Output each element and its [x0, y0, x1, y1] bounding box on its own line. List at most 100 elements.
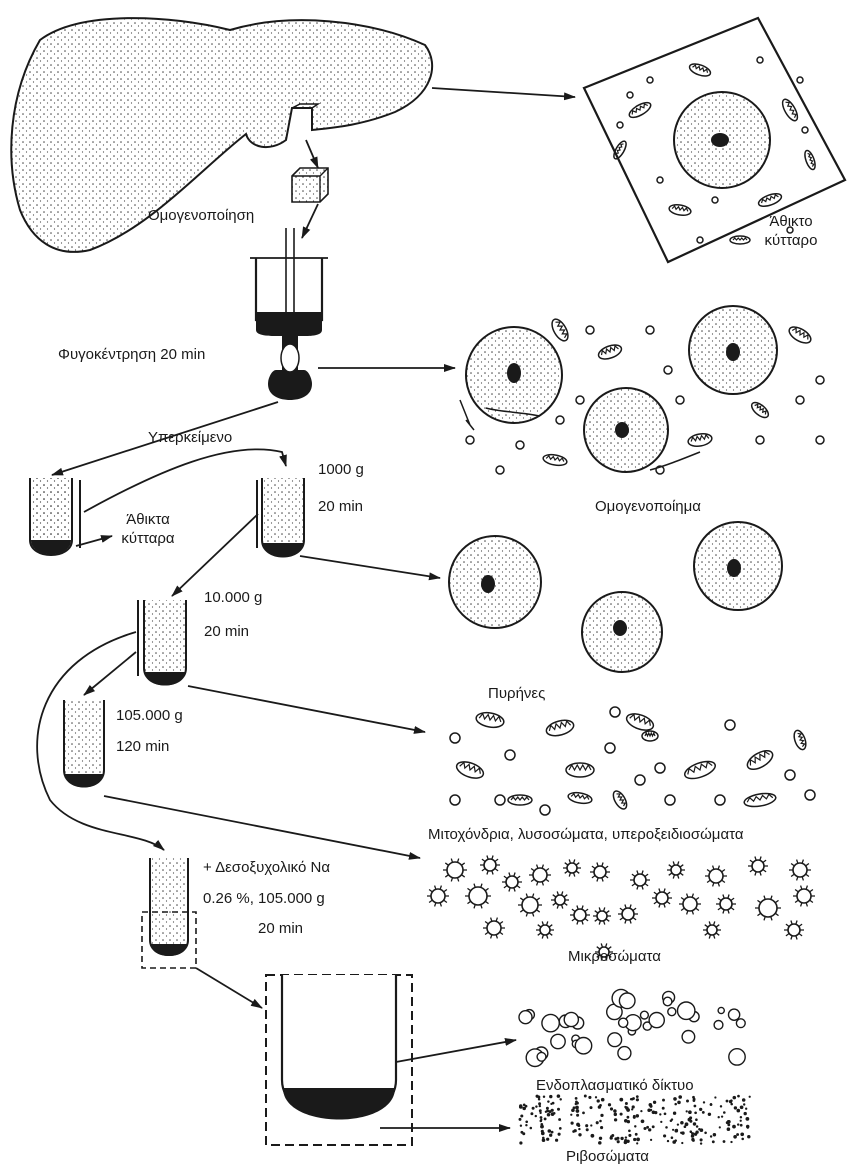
er-vesicle: [608, 1033, 622, 1047]
ribosome-dot: [691, 1138, 694, 1141]
vesicle: [797, 77, 803, 83]
ribosome-dot: [703, 1101, 705, 1103]
ribosome-dot: [636, 1138, 640, 1142]
arrow-to-intact-cells: [76, 536, 112, 546]
mitochondrion: [683, 758, 718, 782]
ribosome-dot: [620, 1137, 623, 1140]
ribosome-dot: [741, 1138, 744, 1141]
ribosome-dot: [700, 1138, 703, 1141]
mitochondrion: [454, 759, 485, 782]
ribosome-dot: [704, 1132, 707, 1135]
ribosome-dot: [662, 1099, 665, 1102]
er-vesicle: [619, 993, 635, 1009]
ribosome-dot: [737, 1095, 740, 1098]
ribosome-dot: [674, 1139, 677, 1142]
ribosome-dot: [634, 1125, 636, 1127]
microsome: [789, 860, 811, 881]
microsome: [570, 905, 590, 924]
ribosome-dot: [530, 1112, 533, 1115]
mitochondrion: [475, 711, 505, 730]
ribosome-dot: [681, 1131, 684, 1134]
er-vesicle: [649, 1013, 664, 1028]
microsome: [529, 865, 551, 886]
microsome: [652, 888, 672, 907]
ribosome-dot: [665, 1126, 668, 1129]
ribosome-dot: [590, 1124, 592, 1126]
vesicle: [816, 376, 824, 384]
ribosome-dot: [625, 1136, 627, 1138]
er-vesicle: [668, 1008, 676, 1016]
er-vesicle: [564, 1012, 578, 1026]
ribosome-dot: [635, 1133, 638, 1136]
ribosome-dot: [710, 1135, 712, 1137]
homogenizer: [250, 228, 328, 400]
label-microsomes: Μικροσώματα: [568, 947, 661, 967]
ribosome-dot: [540, 1116, 543, 1119]
vesicle: [756, 436, 764, 444]
ribosome-dot: [744, 1112, 747, 1115]
ribosome-dot: [730, 1141, 732, 1143]
ribosome-dot: [576, 1102, 579, 1105]
ribosome-dot: [740, 1132, 744, 1136]
arrow-to-nuclei: [300, 556, 440, 578]
ribosome-dot: [650, 1109, 652, 1111]
ribosome-dot: [520, 1125, 522, 1127]
microsome: [784, 920, 804, 939]
ribosome-dot: [573, 1106, 576, 1109]
vesicle: [450, 795, 460, 805]
tube-1000g: [257, 478, 304, 557]
mitochondrion: [730, 236, 750, 244]
ribosome-dot: [598, 1141, 602, 1145]
microsome: [443, 859, 467, 882]
ribosome-dot: [740, 1116, 742, 1118]
mitochondrion: [597, 342, 624, 361]
er-vesicle: [519, 1011, 532, 1024]
microsome: [427, 886, 449, 907]
ribosome-dot: [720, 1105, 722, 1107]
ribosome-dot: [628, 1129, 631, 1132]
ribosome-dot: [519, 1118, 522, 1121]
mitochondrion: [545, 718, 576, 739]
ribosome-dot: [585, 1124, 588, 1127]
microsome: [563, 859, 581, 876]
mitochondria-drawing: [450, 707, 815, 815]
microsome: [551, 891, 569, 908]
ribosome-dot: [732, 1125, 736, 1129]
ribosome-dot: [586, 1128, 589, 1131]
arrow-liver-to-cell: [432, 88, 575, 97]
microsome: [502, 872, 522, 891]
mitochondrion: [687, 432, 713, 448]
mitochondrion: [624, 711, 655, 734]
microsome: [703, 921, 721, 938]
ribosome-dot: [736, 1133, 739, 1136]
mitochondrion: [611, 789, 630, 811]
ribosome-dot: [575, 1106, 579, 1110]
ribosome-dot: [726, 1100, 729, 1103]
ribosome-dot: [700, 1128, 704, 1132]
vesicle: [635, 775, 645, 785]
ribosome-dot: [614, 1113, 617, 1116]
ribosome-dot: [662, 1107, 665, 1110]
ribosome-dot: [723, 1111, 726, 1114]
ribosome-dot: [695, 1118, 698, 1121]
label-step2-time: 20 min: [204, 622, 249, 642]
ribosome-dot: [729, 1100, 732, 1103]
vesicle: [664, 366, 672, 374]
ribosome-dot: [551, 1109, 554, 1112]
mitochondrion: [744, 747, 775, 773]
ribosome-dot: [578, 1133, 581, 1136]
ribosome-dot: [628, 1134, 631, 1137]
ribosome-dot: [546, 1138, 549, 1141]
ribosome-dot: [659, 1113, 661, 1115]
ribosome-dot: [547, 1100, 549, 1102]
ribosome-dot: [540, 1119, 542, 1121]
ribosome-dot: [551, 1131, 554, 1134]
er-vesicle: [736, 1019, 745, 1028]
vesicle: [540, 805, 550, 815]
mitochondrion: [549, 317, 571, 344]
ribosome-dot: [702, 1111, 705, 1114]
ribosome-dot: [600, 1126, 603, 1129]
ribosome-dot: [611, 1134, 614, 1137]
ribosome-dot: [688, 1118, 692, 1122]
